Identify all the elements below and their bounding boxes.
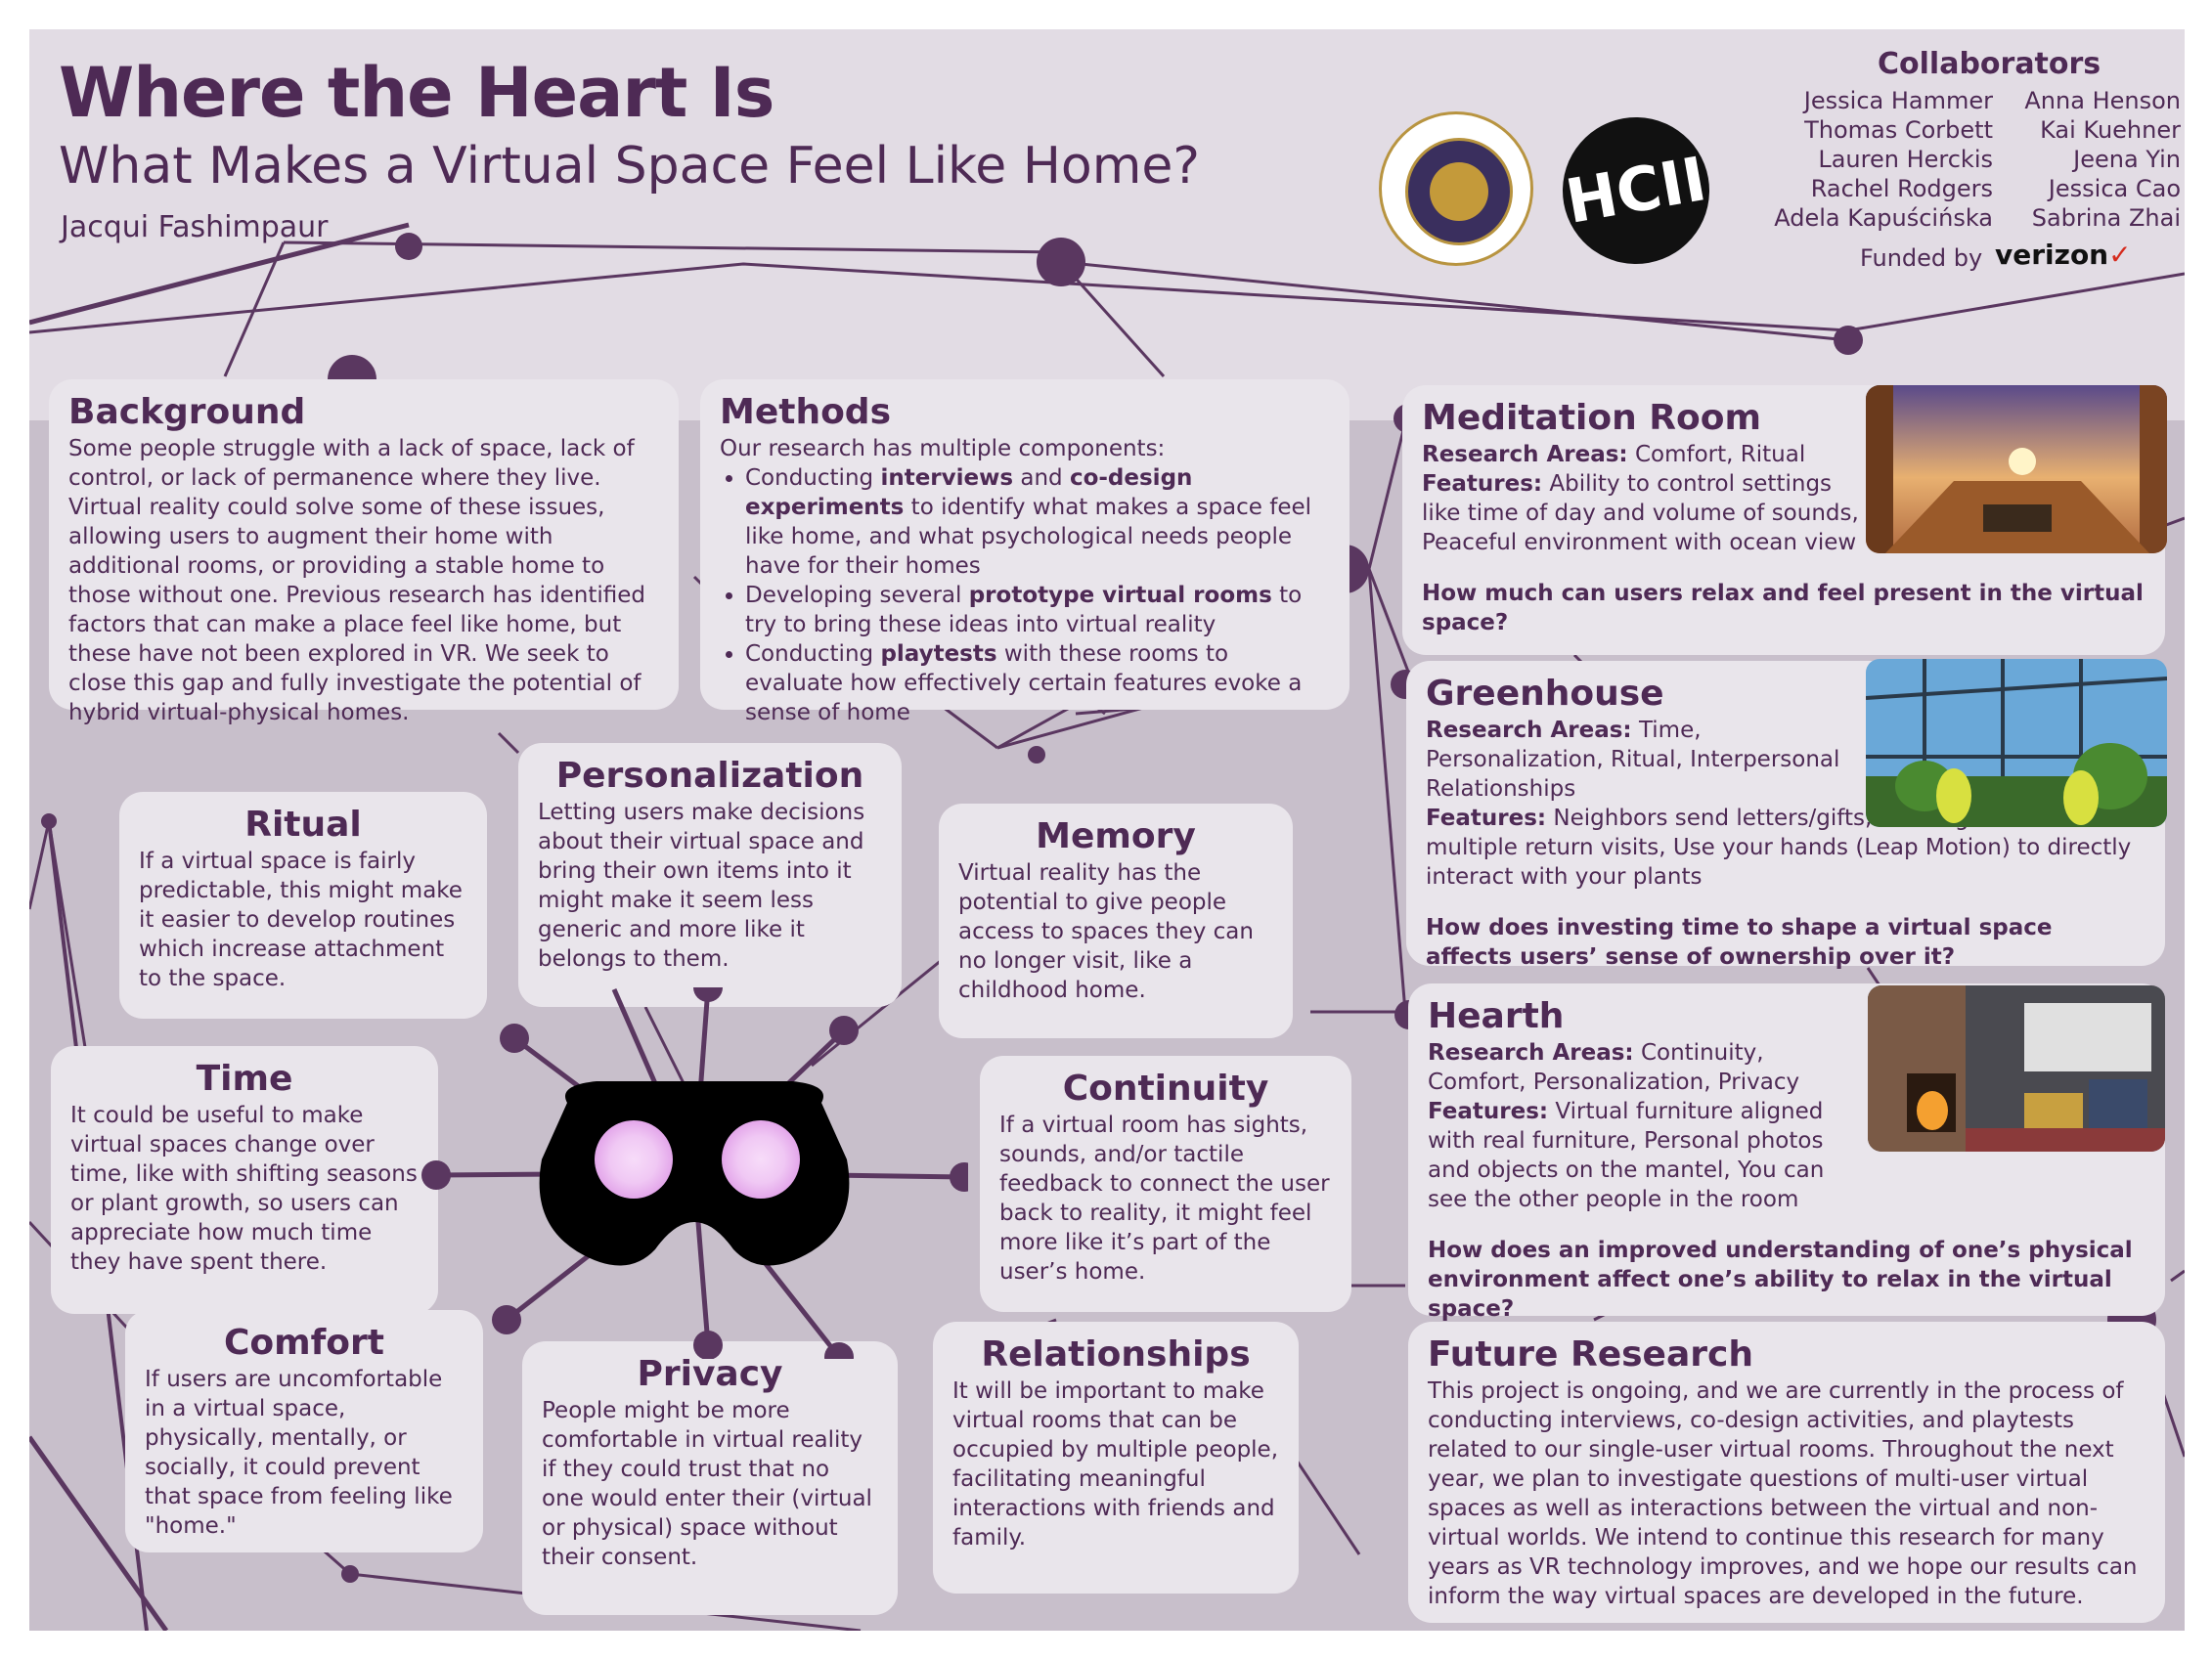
collaborator: Adela Kapuścińska: [1774, 204, 1993, 232]
memory-card: Memory Virtual reality has the potential…: [939, 804, 1293, 1038]
poster-subtitle: What Makes a Virtual Space Feel Like Hom…: [59, 137, 1200, 196]
hearth-image: [1868, 985, 2165, 1152]
relationships-card: Relationships It will be important to ma…: [933, 1322, 1299, 1594]
personalization-text: Letting users make decisions about their…: [538, 800, 865, 972]
continuity-card: Continuity If a virtual room has sights,…: [980, 1056, 1351, 1312]
hearth-card: Hearth Research Areas: Continuity, Comfo…: [1408, 983, 2165, 1322]
collaborator: Jessica Cao: [2048, 175, 2181, 202]
ritual-text: If a virtual space is fairly predictable…: [139, 849, 463, 991]
vr-headset-icon: [421, 987, 968, 1359]
privacy-text: People might be more comfortable in virt…: [542, 1398, 872, 1570]
personalization-card: Personalization Letting users make decis…: [518, 743, 902, 1007]
collaborator: Jessica Hammer: [1803, 87, 1993, 114]
privacy-heading: Privacy: [637, 1354, 783, 1394]
memory-heading: Memory: [1036, 816, 1196, 856]
time-text: It could be useful to make virtual space…: [70, 1103, 418, 1275]
greenhouse-heading: Greenhouse: [1426, 674, 1664, 714]
collaborator: Thomas Corbett: [1804, 116, 1993, 144]
collaborators-right: Anna Henson Kai Kuehner Jeena Yin Jessic…: [2005, 86, 2181, 233]
relationships-text: It will be important to make virtual roo…: [952, 1378, 1279, 1551]
background-text: Some people struggle with a lack of spac…: [68, 436, 645, 725]
continuity-heading: Continuity: [1062, 1069, 1269, 1109]
author-name: Jacqui Fashimpaur: [61, 210, 329, 244]
methods-list: Conducting interviews and co-design expe…: [720, 463, 1330, 727]
methods-item: Developing several prototype virtual roo…: [745, 581, 1330, 639]
methods-card: Methods Our research has multiple compon…: [700, 379, 1349, 725]
cmu-seal-logo: [1379, 111, 1533, 266]
background-card: Background Some people struggle with a l…: [49, 379, 679, 725]
greenhouse-details: Research Areas: Time, Personalization, R…: [1426, 718, 2132, 890]
collaborator: Sabrina Zhai: [2031, 204, 2181, 232]
time-heading: Time: [196, 1059, 293, 1099]
time-card: Time It could be useful to make virtual …: [51, 1046, 438, 1314]
hearth-details: Research Areas: Continuity, Comfort, Per…: [1428, 1040, 1825, 1212]
meditation-heading: Meditation Room: [1422, 398, 1761, 438]
comfort-card: Comfort If users are uncomfortable in a …: [125, 1310, 483, 1552]
methods-item: Conducting playtests with these rooms to…: [745, 639, 1330, 727]
greenhouse-question: How does investing time to shape a virtu…: [1426, 915, 2053, 970]
meditation-room-image: [1866, 385, 2167, 553]
collaborators-heading: Collaborators: [1878, 47, 2101, 81]
ritual-card: Ritual If a virtual space is fairly pred…: [119, 792, 487, 1019]
comfort-text: If users are uncomfortable in a virtual …: [145, 1367, 453, 1539]
future-text: This project is ongoing, and we are curr…: [1428, 1378, 2138, 1609]
future-heading: Future Research: [1428, 1334, 1753, 1375]
collaborator: Jeena Yin: [2073, 146, 2181, 173]
methods-intro: Our research has multiple components:: [720, 436, 1166, 461]
personalization-heading: Personalization: [555, 756, 864, 796]
collaborator: Kai Kuehner: [2040, 116, 2181, 144]
methods-heading: Methods: [720, 392, 892, 432]
background-heading: Background: [68, 392, 306, 432]
collaborators-left: Jessica Hammer Thomas Corbett Lauren Her…: [1748, 86, 1993, 233]
hearth-question: How does an improved understanding of on…: [1428, 1238, 2133, 1322]
collaborator: Lauren Herckis: [1818, 146, 1993, 173]
verizon-logo: verizon✓: [1995, 239, 2132, 271]
collaborator: Anna Henson: [2024, 87, 2181, 114]
hearth-heading: Hearth: [1428, 996, 1565, 1036]
collaborator: Rachel Rodgers: [1810, 175, 1993, 202]
memory-text: Virtual reality has the potential to giv…: [958, 860, 1254, 1003]
funded-by-label: Funded by: [1860, 244, 1983, 272]
comfort-heading: Comfort: [223, 1323, 385, 1363]
methods-item: Conducting interviews and co-design expe…: [745, 463, 1330, 581]
ritual-heading: Ritual: [244, 805, 362, 845]
continuity-text: If a virtual room has sights, sounds, an…: [999, 1113, 1330, 1285]
privacy-card: Privacy People might be more comfortable…: [522, 1341, 898, 1615]
future-research-card: Future Research This project is ongoing,…: [1408, 1322, 2165, 1623]
meditation-question: How much can users relax and feel presen…: [1422, 581, 2144, 635]
greenhouse-image: [1866, 659, 2167, 827]
poster: Where the Heart Is What Makes a Virtual …: [29, 29, 2185, 1631]
poster-title: Where the Heart Is: [59, 53, 774, 133]
header-band: [29, 29, 2185, 420]
relationships-heading: Relationships: [981, 1334, 1251, 1375]
